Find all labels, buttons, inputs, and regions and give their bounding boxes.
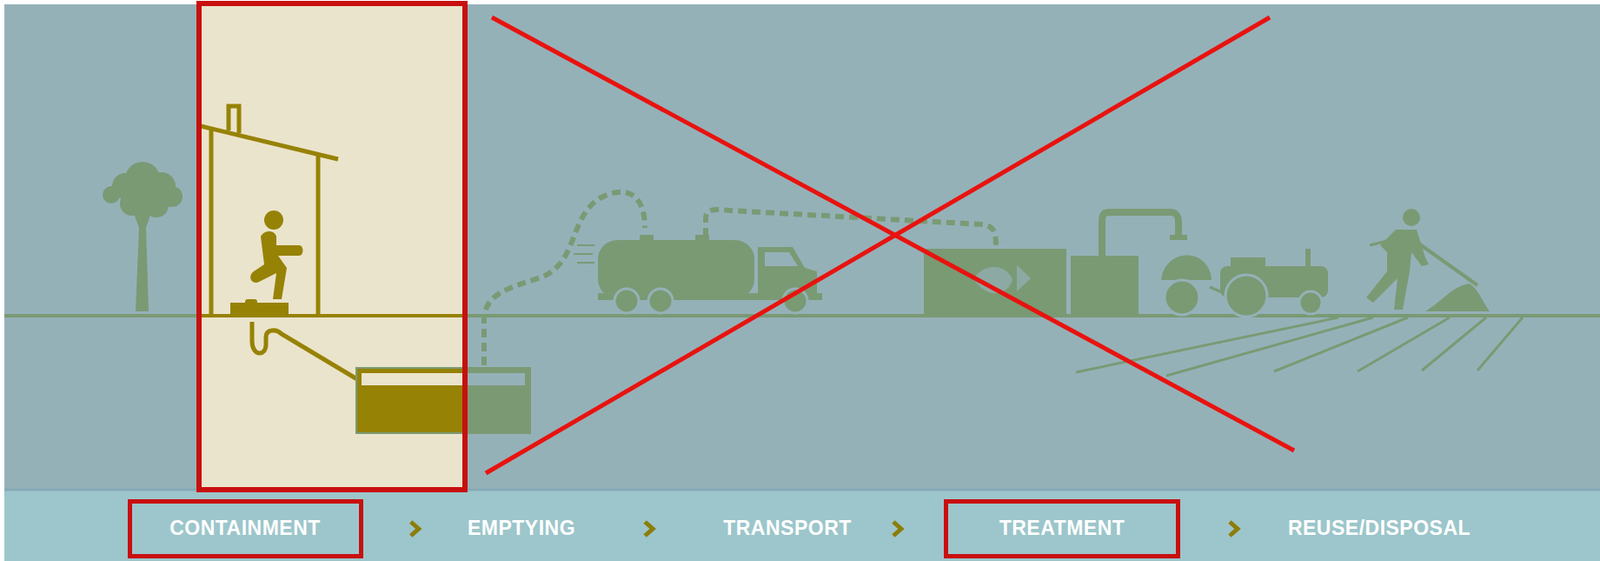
chevron-head <box>893 521 902 536</box>
sky-ground <box>4 4 1600 490</box>
stage-chevron <box>893 521 902 536</box>
stage-chevron <box>1229 521 1238 536</box>
suction-hose <box>484 192 996 366</box>
highlighted-stage: TREATMENT <box>943 498 1181 558</box>
strike-cross <box>485 17 1295 473</box>
stage-name: EMPTYING <box>467 517 576 539</box>
farmer-shoveling <box>1366 208 1490 312</box>
stage-name: TRANSPORT <box>723 517 852 539</box>
highlight-frame <box>199 3 465 490</box>
chevron-head <box>1229 521 1238 536</box>
stage-name: TREATMENT <box>999 517 1126 539</box>
highlight-panel <box>199 3 465 490</box>
ground-line <box>4 313 1600 318</box>
vacuum-truck <box>597 234 823 313</box>
squatting-person <box>230 210 304 314</box>
highlighted-stage: CONTAINMENT <box>127 498 364 558</box>
stage-name: CONTAINMENT <box>169 517 321 539</box>
stage-name: REUSE/DISPOSAL <box>1287 517 1471 539</box>
label-band <box>4 489 1600 561</box>
latrine <box>197 106 358 379</box>
tree <box>102 161 183 312</box>
stage-label: EMPTYING <box>457 511 586 546</box>
septic-tank <box>357 368 530 432</box>
chevron-head <box>411 521 419 536</box>
stage-label: REUSE/DISPOSAL <box>1277 511 1481 546</box>
stage-chevron <box>411 521 419 536</box>
tractor-trailer <box>1161 248 1328 317</box>
stage-chevron <box>644 521 653 536</box>
stage-label: TRANSPORT <box>712 511 863 546</box>
treatment-plant <box>923 212 1188 315</box>
chevron-head <box>644 521 653 536</box>
